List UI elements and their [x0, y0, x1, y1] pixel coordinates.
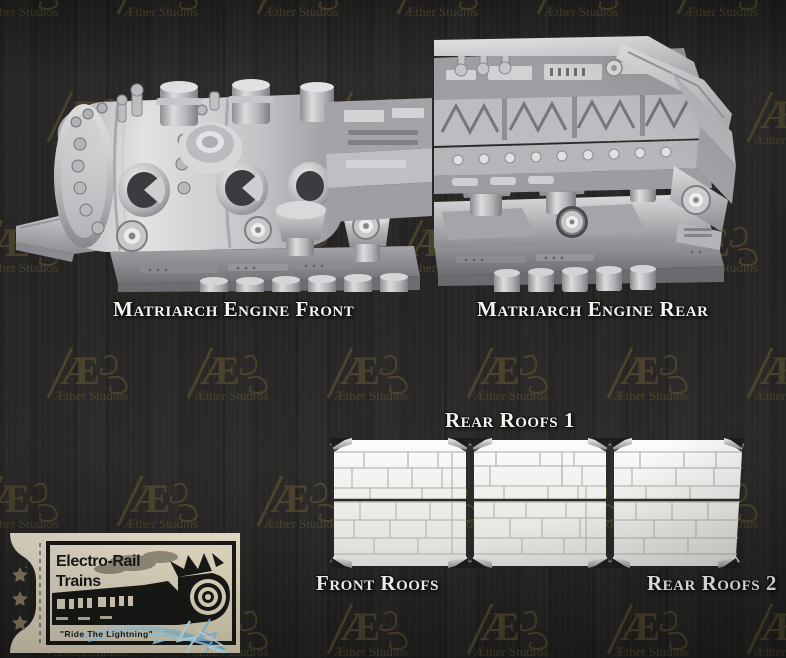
- model-engine-rear: [434, 36, 736, 292]
- label-rear-roofs-2: Rear Roofs 2: [647, 571, 777, 596]
- label-matriarch-engine-front: Matriarch Engine Front: [113, 297, 354, 322]
- ticket-brand-line-2: Trains: [56, 573, 101, 590]
- ticket-logo: Electro-Rail Trains: [10, 533, 240, 653]
- model-roof-panels: [330, 438, 744, 568]
- ticket-brand: Electro-Rail Trains: [56, 553, 141, 590]
- label-front-roofs: Front Roofs: [316, 571, 439, 596]
- model-engine-front: [16, 79, 432, 292]
- ticket-tagline: "Ride The Lightning": [60, 629, 153, 639]
- ticket-brand-line-1: Electro-Rail: [56, 553, 140, 570]
- lightning-effect: [79, 618, 231, 653]
- label-matriarch-engine-rear: Matriarch Engine Rear: [477, 297, 708, 322]
- label-rear-roofs-1: Rear Roofs 1: [445, 408, 575, 433]
- ticket-stars: [12, 567, 28, 630]
